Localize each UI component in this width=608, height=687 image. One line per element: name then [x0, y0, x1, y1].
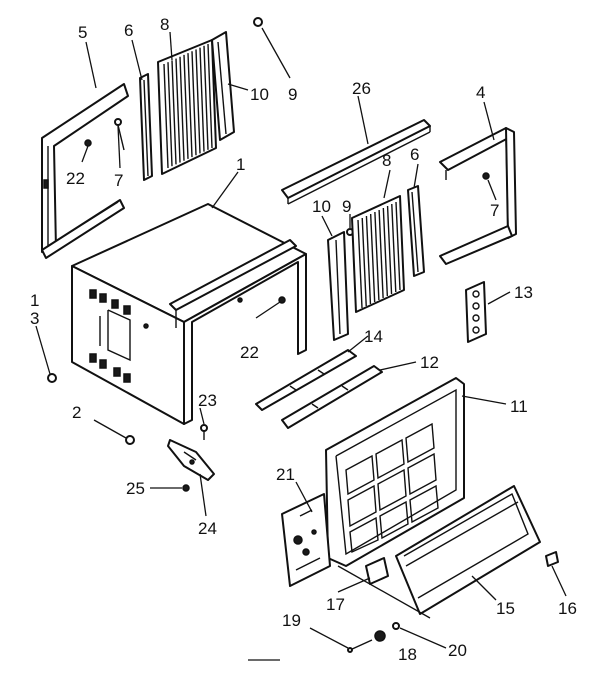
label-part-7-left: 7 [114, 171, 123, 190]
label-part-26: 26 [352, 79, 371, 98]
label-part-9-left: 9 [288, 85, 297, 104]
louvre-slat [357, 219, 363, 309]
label-part-10-left: 10 [250, 85, 269, 104]
label-part-3: 3 [30, 309, 39, 328]
part-13-small-bracket [465, 281, 487, 343]
label-part-15: 15 [496, 599, 515, 618]
part-9-left-screw [253, 17, 263, 27]
part-21-control-panel [281, 493, 331, 587]
label-part-6-right: 6 [410, 145, 419, 164]
label-part-20: 20 [448, 641, 467, 660]
part-10-left-bracket [211, 31, 235, 141]
louvre-slat [199, 47, 205, 152]
louvre-slat [386, 205, 393, 295]
part-6-left-side-strip [139, 73, 153, 181]
part-4-right-side-frame [439, 127, 517, 265]
part-10-right-bracket [327, 231, 349, 341]
part-20-washer [392, 622, 400, 630]
louvre-slat [203, 45, 209, 150]
label-part-17: 17 [326, 595, 345, 614]
louvre-slat [207, 43, 213, 149]
label-part-23: 23 [198, 391, 217, 410]
louvre-slat [179, 56, 185, 161]
label-part-4: 4 [476, 83, 485, 102]
louvre-slat [378, 209, 384, 299]
part-15-front-cover [395, 485, 541, 615]
label-part-8-right: 8 [382, 151, 391, 170]
grille-cell [409, 484, 439, 524]
part-7-left-screw [114, 118, 125, 151]
louvre-slat [395, 201, 401, 291]
grille-cell [407, 452, 437, 496]
part-labels: 5 6 8 10 9 22 7 1 26 4 7 10 9 8 6 13 22 … [30, 15, 577, 664]
grille-cell [375, 438, 405, 480]
label-part-22-center: 22 [240, 343, 259, 362]
louvre-slat [171, 60, 177, 165]
louvre-slat [382, 207, 389, 297]
label-part-1: 1 [236, 155, 245, 174]
label-part-12: 12 [420, 353, 439, 372]
part-18-nut [374, 630, 386, 642]
louvre-slat [361, 217, 367, 307]
part-25-screw [182, 484, 190, 492]
louvre-slat [183, 54, 189, 159]
louvre-slat [365, 215, 372, 305]
louvre-slat [195, 49, 201, 154]
label-part-25: 25 [126, 479, 145, 498]
louvre-slat [391, 203, 397, 293]
label-part-1b: 1 [30, 291, 39, 310]
label-part-14: 14 [364, 327, 383, 346]
label-part-8-left: 8 [160, 15, 169, 34]
label-part-5: 5 [78, 23, 87, 42]
grille-cell [345, 454, 375, 496]
part-8-right-louvre-grille [351, 195, 405, 313]
part-2-screw [125, 435, 135, 445]
label-part-18: 18 [398, 645, 417, 664]
part-6-right-side-strip [407, 185, 425, 277]
label-part-16: 16 [558, 599, 577, 618]
grille-cell [379, 500, 409, 540]
label-part-13: 13 [514, 283, 533, 302]
label-part-2: 2 [72, 403, 81, 422]
louvre-slat [187, 53, 193, 158]
part-3-screw [47, 373, 57, 383]
part-14-filter-strip [255, 349, 357, 411]
label-part-6-left: 6 [124, 21, 133, 40]
part-5-left-side-frame [41, 83, 129, 259]
grille-cell [405, 422, 435, 464]
grille-cell [377, 468, 407, 512]
louvre-slat [369, 213, 376, 303]
grille-cell [349, 516, 379, 554]
louvre-slat [163, 63, 169, 169]
label-part-11: 11 [510, 397, 528, 416]
part-23-screw [200, 424, 208, 440]
label-part-24: 24 [198, 519, 217, 538]
label-part-21: 21 [276, 465, 295, 484]
label-part-19: 19 [282, 611, 301, 630]
part-24-mounting-bracket [167, 439, 215, 481]
part-1-cabinet [71, 203, 307, 425]
grille-cell [347, 484, 377, 528]
part-19-pin [347, 639, 373, 653]
label-part-22-left: 22 [66, 169, 85, 188]
part-8-left-louvre-grille [157, 39, 217, 175]
part-16-knob [545, 551, 559, 567]
part-17-label-plate [365, 557, 389, 585]
part-12-filter-strip [281, 365, 383, 429]
part-26-top-rail [281, 119, 431, 205]
label-part-7-right: 7 [490, 201, 499, 220]
louvre-slat [175, 58, 181, 163]
louvre-slat [374, 211, 380, 301]
leader-lines [35, 27, 567, 661]
louvre-slat [167, 62, 173, 167]
label-part-9-right: 9 [342, 197, 351, 216]
cabinet-vents [89, 289, 131, 383]
label-part-10-right: 10 [312, 197, 331, 216]
louvre-slat [191, 51, 197, 156]
